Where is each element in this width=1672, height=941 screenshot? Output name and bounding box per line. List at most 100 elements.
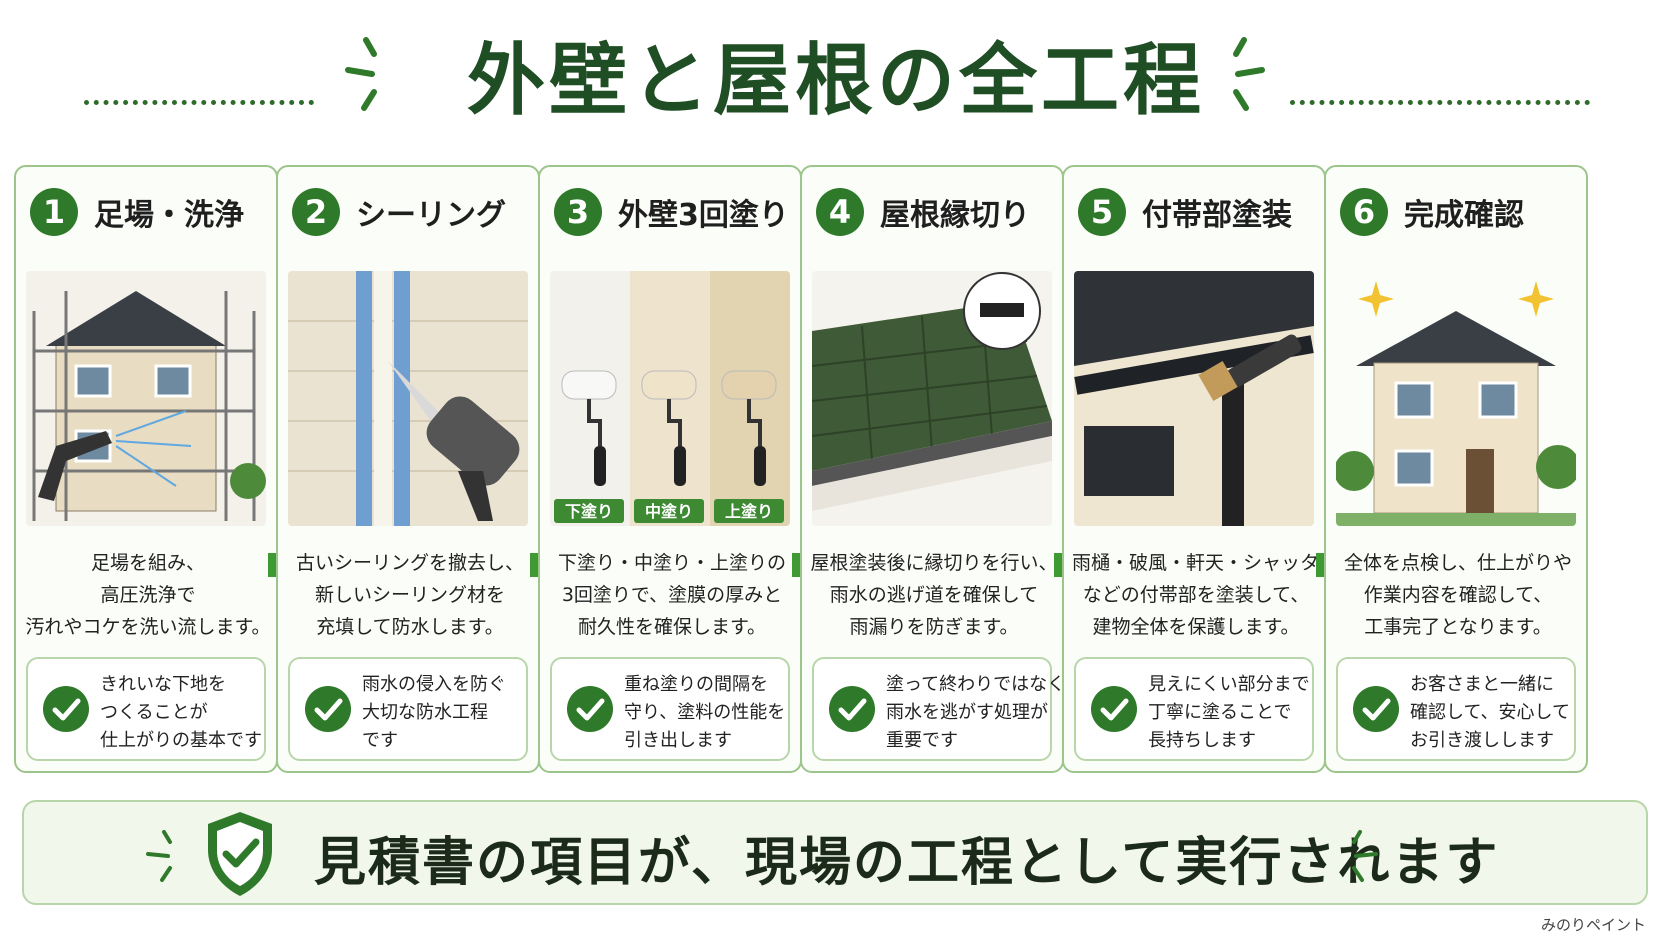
note-text: 塗って終わりではなく、 雨水を逃がす処理が 重要です — [886, 671, 1083, 755]
step-number-badge: 4 — [816, 188, 864, 236]
step-description: 屋根塗装後に縁切りを行い、 雨水の逃げ道を確保して 雨漏りを防ぎます。 — [810, 547, 1058, 643]
note-line: 仕上がりの基本です — [100, 730, 262, 751]
note-text: きれいな下地を つくることが 仕上がりの基本です — [100, 671, 262, 755]
note-line: 大切な防水工程 — [362, 702, 488, 723]
note-line: 見えにくい部分まで — [1148, 674, 1310, 695]
step-note: お客さまと一緒に 確認して、安心して お引き渡しします — [1336, 657, 1576, 761]
note-line: 雨水を逃がす処理が — [886, 702, 1048, 723]
step-note: きれいな下地を つくることが 仕上がりの基本です — [26, 657, 266, 761]
step-title: シーリング — [356, 198, 506, 233]
sparkle-lines-right-icon — [1233, 37, 1265, 111]
desc-line: 3回塗りで、塗膜の厚みと — [561, 584, 783, 606]
step-header: 2 シーリング — [292, 187, 506, 237]
desc-line: 全体を点検し、仕上がりや — [1343, 552, 1572, 574]
step-header: 5 付帯部塗装 — [1078, 187, 1292, 237]
company-credit: みのりペイント — [1540, 916, 1646, 934]
step-number-badge: 1 — [30, 188, 78, 236]
step-description: 下塗り・中塗り・上塗りの 3回塗りで、塗膜の厚みと 耐久性を確保します。 — [548, 547, 796, 643]
desc-line: 耐久性を確保します。 — [577, 616, 767, 638]
check-circle-icon — [829, 686, 875, 732]
step-description: 古いシーリングを撤去し、 新しいシーリング材を 充填して防水します。 — [286, 547, 534, 643]
step-description: 雨樋・破風・軒天・シャッター などの付帯部を塗装して、 建物全体を保護します。 — [1072, 547, 1339, 643]
note-line: です — [362, 730, 398, 751]
desc-line: 古いシーリングを撤去し、 — [295, 552, 524, 574]
summary-banner: 見積書の項目が、現場の工程として実行されます — [22, 800, 1648, 905]
note-line: きれいな下地を — [100, 674, 226, 695]
desc-line: 足場を組み、 — [90, 552, 205, 574]
step-card-1: 1 足場・洗浄 足場を組み、 高 — [14, 165, 278, 773]
coat-label-2: 中塗り — [645, 502, 693, 521]
step-note: 重ね塗りの間隔を 守り、塗料の性能を 引き出します — [550, 657, 790, 761]
step-title: 付帯部塗装 — [1142, 198, 1292, 233]
desc-line: 充填して防水します。 — [316, 616, 504, 638]
step-header: 1 足場・洗浄 — [30, 187, 244, 237]
note-line: 引き出します — [624, 730, 732, 751]
check-circle-icon — [567, 686, 613, 732]
step-card-4: 4 屋根縁切り 屋根塗装後に縁切りを行い、 雨水の逃げ道を確保して 雨漏りを防ぎ… — [800, 165, 1083, 773]
step-number-badge: 2 — [292, 188, 340, 236]
step-title: 外壁3回塗り — [618, 198, 789, 233]
step-card-3: 3 外壁3回塗り 下塗り 中塗り — [538, 165, 802, 773]
desc-line: 高圧洗浄で — [100, 584, 196, 606]
step-title: 屋根縁切り — [880, 198, 1030, 233]
sparkle-lines-left-icon — [146, 830, 172, 882]
desc-line: 新しいシーリング材を — [314, 584, 505, 606]
dotted-divider-left — [84, 100, 314, 105]
scaffold-washing-illustration — [26, 271, 266, 526]
page-title: 外壁と屋根の全工程 — [466, 36, 1205, 126]
note-line: 確認して、安心して — [1410, 702, 1571, 723]
coat-label-3: 上塗り — [725, 502, 773, 521]
note-line: 雨水の侵入を防ぐ — [362, 674, 506, 695]
step-note: 見えにくい部分まで 丁寧に塗ることで 長持ちします — [1074, 657, 1314, 761]
trim-painting-illustration — [1074, 271, 1314, 526]
step-card-6: 6 完成確認 全体を点検し、仕上がりや 作業内容を確認して、 工事完 — [1324, 165, 1588, 773]
coat-label-1: 下塗り — [565, 502, 613, 521]
note-line: 重要です — [886, 730, 958, 751]
note-text: 雨水の侵入を防ぐ 大切な防水工程 です — [362, 671, 506, 755]
sparkle-lines-left-icon — [345, 37, 377, 111]
note-line: 丁寧に塗ることで — [1148, 702, 1292, 723]
step-title: 足場・洗浄 — [94, 198, 244, 233]
finished-house-illustration — [1336, 271, 1576, 526]
check-circle-icon — [43, 686, 89, 732]
step-header: 6 完成確認 — [1340, 187, 1524, 237]
desc-line: 屋根塗装後に縁切りを行い、 — [810, 552, 1058, 574]
roof-tabbing-illustration — [812, 271, 1052, 526]
desc-line: 雨漏りを防ぎます。 — [849, 616, 1019, 638]
desc-line: などの付帯部を塗装して、 — [1082, 584, 1310, 606]
step-number-badge: 3 — [554, 188, 602, 236]
note-line: 重ね塗りの間隔を — [624, 674, 768, 695]
header: 外壁と屋根の全工程 — [0, 0, 1672, 140]
sealing-illustration — [288, 271, 528, 526]
note-text: 見えにくい部分まで 丁寧に塗ることで 長持ちします — [1148, 671, 1310, 755]
process-steps: 1 足場・洗浄 足場を組み、 高 — [14, 165, 1660, 775]
step-description: 足場を組み、 高圧洗浄で 汚れやコケを洗い流します。 — [24, 547, 272, 643]
step-note: 塗って終わりではなく、 雨水を逃がす処理が 重要です — [812, 657, 1083, 761]
desc-line: 雨水の逃げ道を確保して — [829, 584, 1039, 606]
desc-line: 建物全体を保護します。 — [1092, 616, 1300, 638]
desc-line: 下塗り・中塗り・上塗りの — [557, 552, 786, 574]
sparkle-lines-right-icon — [1352, 830, 1378, 882]
shield-check-icon — [208, 812, 272, 896]
check-circle-icon — [1091, 686, 1137, 732]
dotted-divider-right — [1290, 100, 1590, 105]
desc-line: 作業内容を確認して、 — [1363, 584, 1553, 606]
note-text: 重ね塗りの間隔を 守り、塗料の性能を 引き出します — [624, 671, 785, 755]
note-line: 長持ちします — [1148, 730, 1256, 751]
note-line: 守り、塗料の性能を — [624, 702, 786, 723]
step-header: 3 外壁3回塗り — [554, 187, 789, 237]
step-number-badge: 6 — [1340, 188, 1388, 236]
step-description: 全体を点検し、仕上がりや 作業内容を確認して、 工事完了となります。 — [1334, 547, 1582, 643]
desc-line: 汚れやコケを洗い流します。 — [25, 616, 271, 638]
note-text: お客さまと一緒に 確認して、安心して お引き渡しします — [1410, 671, 1570, 755]
note-line: 塗って終わりではなく、 — [886, 674, 1084, 695]
note-line: お客さまと一緒に — [1410, 674, 1554, 695]
three-coat-painting-illustration: 下塗り 中塗り 上塗り — [550, 271, 790, 526]
desc-line: 工事完了となります。 — [1364, 616, 1552, 638]
step-card-2: 2 シーリング 古いシーリングを撤去し、 新しいシーリング材を 充填して防水しま… — [276, 165, 540, 773]
banner-text: 見積書の項目が、現場の工程として実行されます — [314, 833, 1500, 893]
desc-line: 雨樋・破風・軒天・シャッター — [1072, 552, 1339, 574]
step-card-5: 5 付帯部塗装 雨樋・破風・軒天・シャッター などの付帯部を塗装して、 建物全体… — [1062, 165, 1339, 773]
check-circle-icon — [1353, 686, 1399, 732]
note-line: つくることが — [100, 702, 208, 723]
